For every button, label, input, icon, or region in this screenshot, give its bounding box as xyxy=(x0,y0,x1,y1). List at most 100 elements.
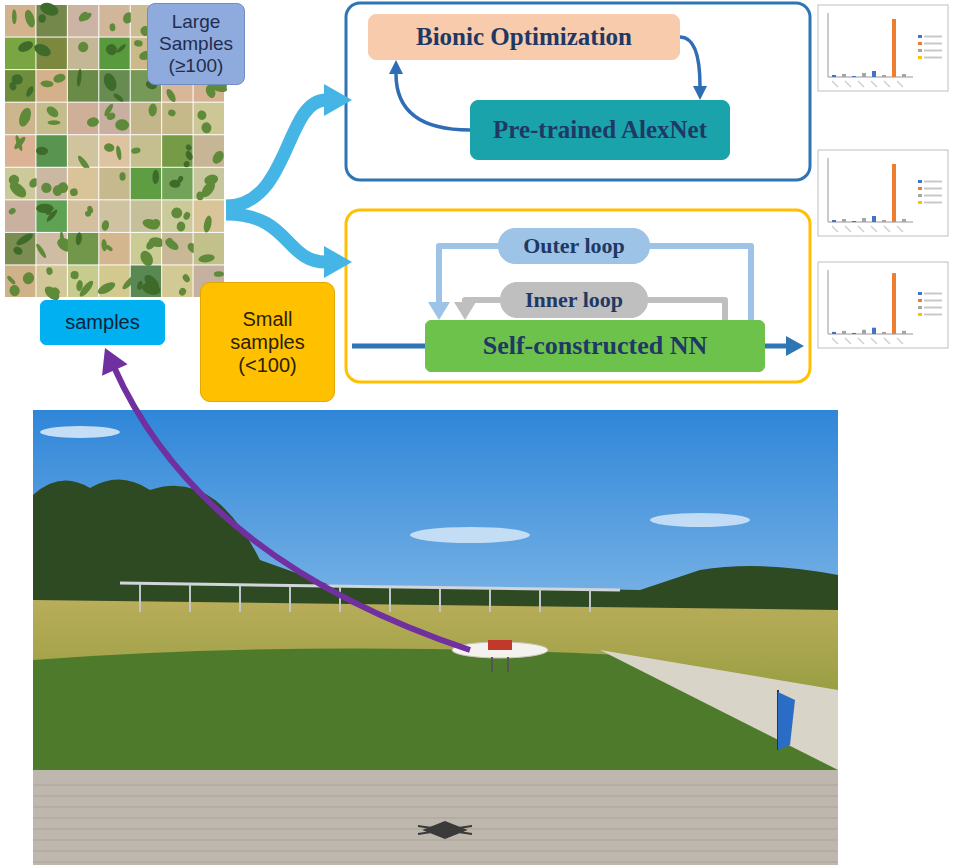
connector xyxy=(454,300,500,320)
chart-axis xyxy=(828,222,913,223)
chart-bar xyxy=(872,328,876,334)
chart-key xyxy=(918,187,922,190)
paving-line xyxy=(33,862,838,863)
chart-bar xyxy=(842,331,846,334)
chart-tick-text xyxy=(884,338,890,344)
weed-blob xyxy=(201,122,212,134)
chart-key xyxy=(918,49,922,52)
weed-blob xyxy=(136,280,143,290)
weed-blob xyxy=(6,275,17,286)
chart-tick-text xyxy=(845,81,851,87)
sample-tile xyxy=(131,103,161,135)
weed-blob xyxy=(170,207,183,220)
weed-blob xyxy=(75,232,82,246)
sample-tile xyxy=(68,70,98,102)
weed-blob xyxy=(59,231,65,248)
chart-key-text xyxy=(924,188,942,190)
weed-blob xyxy=(178,287,188,297)
chart-bar xyxy=(892,164,896,222)
weed-blob xyxy=(131,147,141,154)
chart-axis xyxy=(828,270,829,334)
weed-blob xyxy=(138,249,156,269)
irrigation-tower xyxy=(389,588,391,613)
sample-tile xyxy=(36,200,66,232)
cloud xyxy=(410,527,530,543)
weed-blob xyxy=(69,188,78,197)
chart-bar xyxy=(892,273,896,334)
model-box: Pre-trained AlexNet xyxy=(470,100,730,160)
irrigation-tower xyxy=(139,584,141,612)
sample-tile xyxy=(99,200,129,232)
connector-head xyxy=(693,86,707,100)
irrigation-tower xyxy=(239,585,241,612)
weed-blob xyxy=(196,110,207,121)
chart-key-text xyxy=(924,293,942,295)
chart-key-text xyxy=(924,314,942,316)
cloud xyxy=(40,426,120,438)
weed-blob xyxy=(134,40,143,47)
node-text: Bionic Optimization xyxy=(416,23,632,52)
weed-blob xyxy=(141,217,160,231)
chart-key-text xyxy=(924,50,942,52)
weed-blob xyxy=(101,220,110,232)
sample-tile xyxy=(5,38,35,70)
chart-bar xyxy=(882,75,886,77)
sample-tile xyxy=(194,103,224,135)
weed-blob xyxy=(176,221,185,232)
cloud xyxy=(650,513,750,527)
chart-bar xyxy=(852,333,856,334)
chart-key xyxy=(918,299,922,302)
irrigation-tower xyxy=(589,590,591,612)
weed-blob xyxy=(46,267,54,276)
chart-tick-text xyxy=(845,338,851,344)
process-box: Bionic Optimization xyxy=(368,14,680,60)
weed-blob xyxy=(101,71,119,92)
chart-key xyxy=(918,56,922,59)
weed-blob xyxy=(109,23,116,32)
chart-bar xyxy=(902,331,906,334)
weed-blob xyxy=(15,231,35,247)
weed-blob xyxy=(148,103,157,117)
weed-blob xyxy=(78,279,96,299)
connector xyxy=(680,37,707,100)
chart-bar xyxy=(872,71,876,77)
weed-blob xyxy=(101,239,107,252)
sample-tile xyxy=(5,265,35,297)
chart-axis xyxy=(828,77,913,78)
sample-tile xyxy=(99,103,129,135)
chart-bar xyxy=(882,332,886,334)
sample-tile xyxy=(36,70,66,102)
chart-frame xyxy=(818,262,948,348)
connector-line xyxy=(439,246,498,302)
chart-axis xyxy=(828,334,913,335)
weed-blob xyxy=(52,72,66,84)
irrigation-tower xyxy=(289,586,291,612)
node-text: Small samples (<100) xyxy=(207,308,328,377)
sample-tile xyxy=(131,168,161,200)
loop-pill: Outer loop xyxy=(498,228,650,264)
weed-blob xyxy=(76,69,82,87)
weed-blob xyxy=(12,245,24,256)
weed-blob xyxy=(76,40,89,54)
chart-bar xyxy=(882,220,886,222)
weed-blob xyxy=(77,10,90,23)
sample-tile xyxy=(68,38,98,70)
irrigation-tower xyxy=(489,589,491,612)
weed-blob xyxy=(115,145,122,160)
split-arrow-head xyxy=(324,246,352,278)
chart-key xyxy=(918,194,922,197)
node-text: samples xyxy=(65,311,139,334)
chart-key-text xyxy=(924,57,942,59)
flow-arrow-head xyxy=(786,336,804,356)
weed-blob xyxy=(86,117,99,128)
weed-blob xyxy=(32,41,53,58)
chart-tick-text xyxy=(897,81,903,87)
weed-blob xyxy=(103,142,115,152)
chart-key xyxy=(918,35,922,38)
split-arrow xyxy=(226,100,326,206)
weed-blob xyxy=(16,39,34,54)
drone-leg xyxy=(507,657,509,672)
connector xyxy=(650,246,751,320)
node-text: Outer loop xyxy=(523,233,625,258)
